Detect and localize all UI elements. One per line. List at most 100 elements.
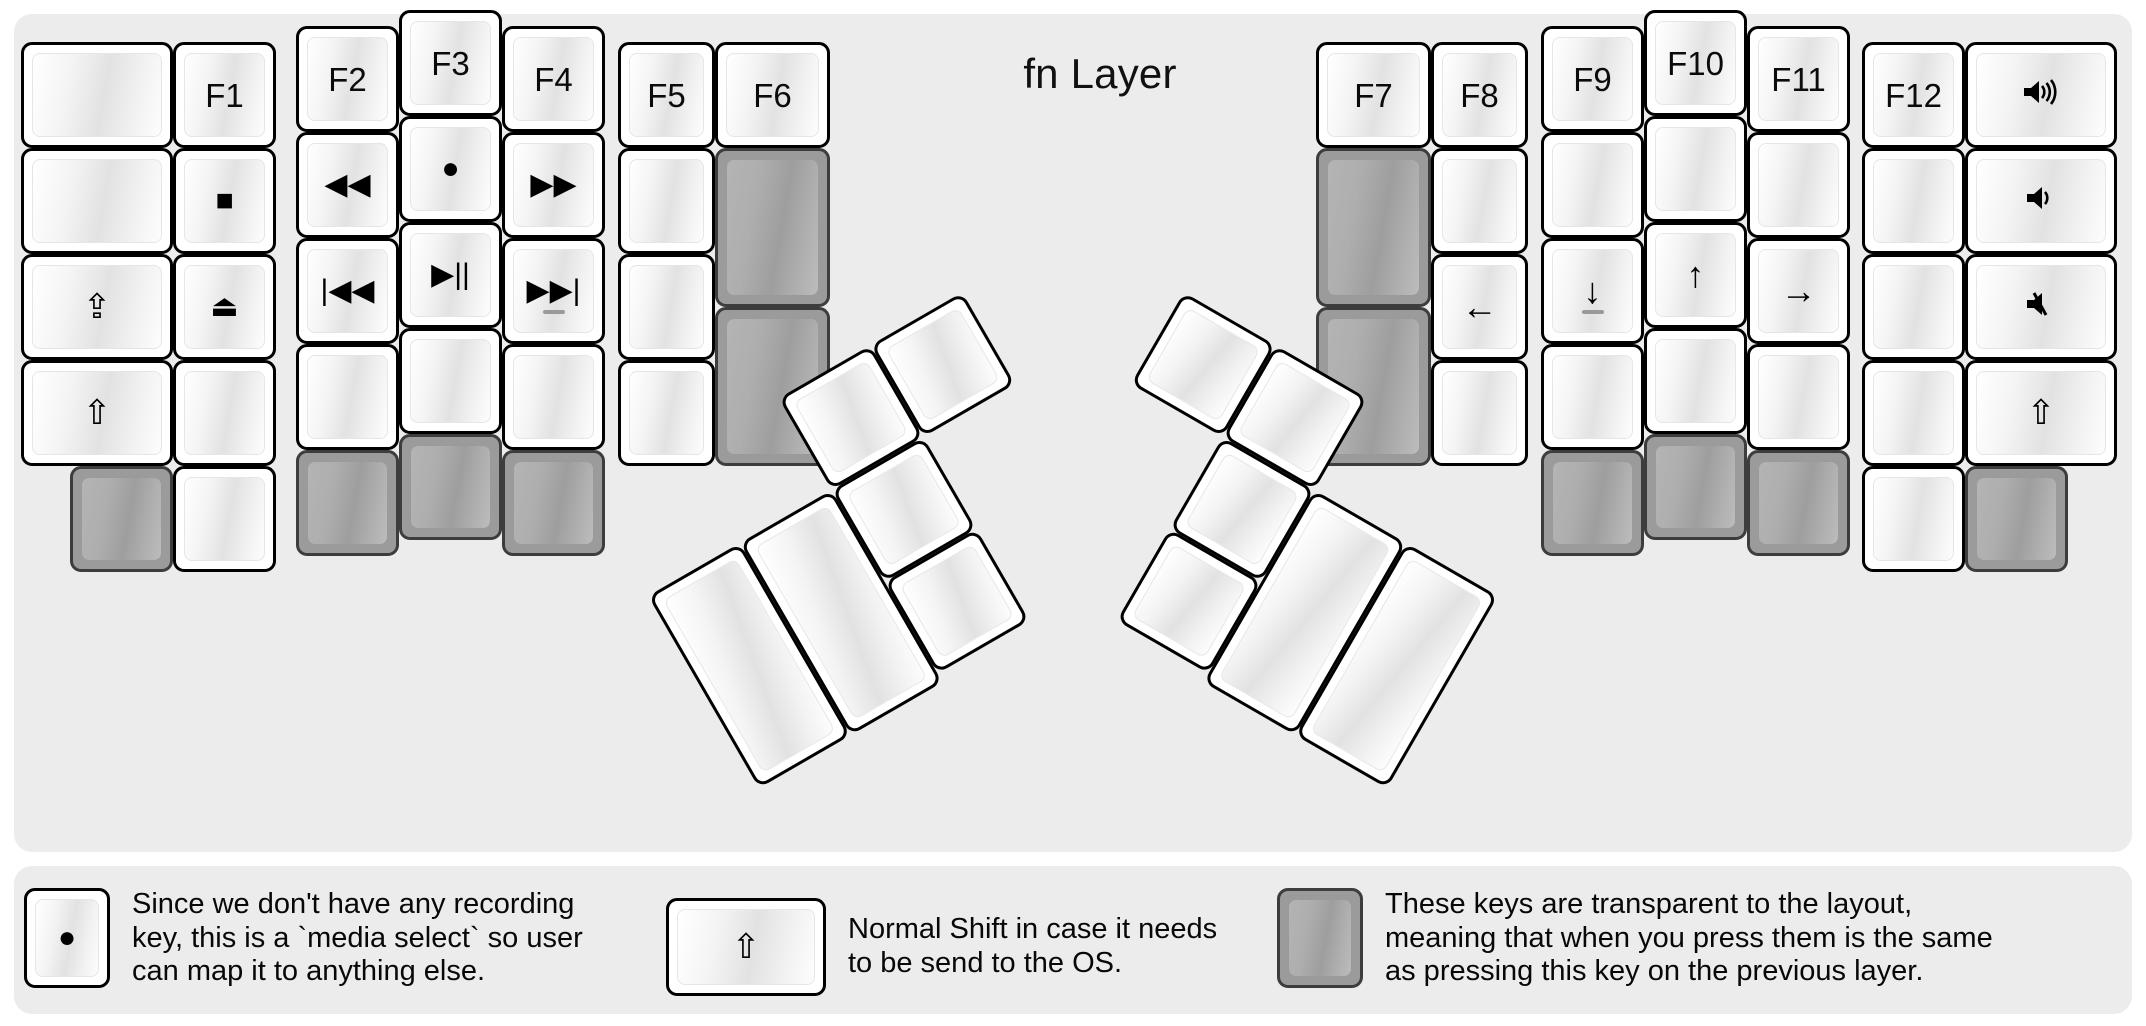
keycap-face: [307, 461, 388, 545]
keycap-face: [1976, 477, 2057, 561]
key-left-c0-r4-transparent[interactable]: [70, 466, 173, 572]
key-right-c1-r2-arrow-left[interactable]: ←: [1431, 254, 1528, 360]
key-left-c6-r1-transparent[interactable]: [715, 148, 830, 307]
key-left-c5-r2[interactable]: [618, 254, 715, 360]
key-right-c3-r1[interactable]: [1644, 116, 1747, 222]
key-legend: F12: [1885, 76, 1942, 114]
key-left-c4-r2-next-track[interactable]: ▶▶|: [502, 238, 605, 344]
key-right-c4-r0-f11[interactable]: F11: [1747, 26, 1850, 132]
key-left-c5-r1[interactable]: [618, 148, 715, 254]
key-left-c4-r4-transparent[interactable]: [502, 450, 605, 556]
fast-forward-icon: ▶▶: [530, 168, 577, 201]
record-icon: ●: [57, 921, 77, 955]
key-left-c5-r0-f5[interactable]: F5: [618, 42, 715, 148]
previous-track-icon: |◀◀: [320, 274, 375, 307]
key-left-c2-r3[interactable]: [296, 344, 399, 450]
key-left-c6-r0-f6[interactable]: F6: [715, 42, 830, 148]
key-left-c0-r1[interactable]: [21, 148, 173, 254]
key-left-c4-r1-fast-forward[interactable]: ▶▶: [502, 132, 605, 238]
key-left-c1-r4[interactable]: [173, 466, 276, 572]
shift-icon: ⇧: [82, 394, 112, 432]
key-right-c3-r2-arrow-up[interactable]: ↑: [1644, 222, 1747, 328]
legend-text-transparent: These keys are transparent to the layout…: [1385, 888, 1993, 988]
key-left-c3-r4-transparent[interactable]: [399, 434, 502, 540]
keycap-face: [629, 371, 704, 455]
key-right-c2-r0-f9[interactable]: F9: [1541, 26, 1644, 132]
key-right-c1-r3[interactable]: [1431, 360, 1528, 466]
keycap-face: [1976, 159, 2106, 243]
key-left-c2-r2-previous-track[interactable]: |◀◀: [296, 238, 399, 344]
keycap-face: F12: [1873, 53, 1954, 137]
key-legend: F9: [1573, 60, 1612, 98]
key-right-c4-r3[interactable]: [1747, 344, 1850, 450]
legend-item-shift: ⇧ Normal Shift in case it needs to be se…: [666, 898, 1217, 996]
key-left-c0-r3-shift[interactable]: ⇧: [21, 360, 173, 466]
keycap-face: ⇧: [32, 371, 162, 455]
key-left-c5-r3[interactable]: [618, 360, 715, 466]
key-right-c2-r1[interactable]: [1541, 132, 1644, 238]
keycap-face: ●: [410, 127, 491, 211]
keycap-face: [629, 265, 704, 349]
key-right-c6-r1-volume-down[interactable]: [1965, 148, 2117, 254]
keycap-face: ▶▶|: [513, 249, 594, 333]
key-right-c5-r3[interactable]: [1862, 360, 1965, 466]
key-right-c0-r1-transparent[interactable]: [1316, 148, 1431, 307]
rewind-icon: ◀◀: [324, 168, 371, 201]
volume-up-icon: [2021, 77, 2061, 113]
keycap-face: |◀◀: [307, 249, 388, 333]
key-right-c5-r1[interactable]: [1862, 148, 1965, 254]
key-left-c4-r3[interactable]: [502, 344, 605, 450]
key-right-c3-r3[interactable]: [1644, 328, 1747, 434]
key-left-c1-r0-f1[interactable]: F1: [173, 42, 276, 148]
key-left-c1-r1-stop[interactable]: ■: [173, 148, 276, 254]
key-left-c3-r1-record[interactable]: ●: [399, 116, 502, 222]
keycap-face: ⇪: [32, 265, 162, 349]
key-left-c3-r2-play-pause[interactable]: ▶||: [399, 222, 502, 328]
keycap-face: ⇧: [1976, 371, 2106, 455]
key-left-c3-r3[interactable]: [399, 328, 502, 434]
key-right-c0-r0-f7[interactable]: F7: [1316, 42, 1431, 148]
keycap-face: [1758, 143, 1839, 227]
key-left-c0-r2-caps-lock[interactable]: ⇪: [21, 254, 173, 360]
key-left-c4-r0-f4[interactable]: F4: [502, 26, 605, 132]
key-left-c1-r3[interactable]: [173, 360, 276, 466]
key-left-c3-r0-f3[interactable]: F3: [399, 10, 502, 116]
key-right-c3-r0-f10[interactable]: F10: [1644, 10, 1747, 116]
key-legend: F1: [205, 76, 244, 114]
key-right-c4-r1[interactable]: [1747, 132, 1850, 238]
key-right-c1-r1[interactable]: [1431, 148, 1528, 254]
key-right-c2-r4-transparent[interactable]: [1541, 450, 1644, 556]
key-legend: F3: [431, 44, 470, 82]
key-left-c0-r0[interactable]: [21, 42, 173, 148]
key-right-c6-r3-shift[interactable]: ⇧: [1965, 360, 2117, 466]
keycap-face: [1552, 461, 1633, 545]
key-right-c5-r0-f12[interactable]: F12: [1862, 42, 1965, 148]
keycap-face: F9: [1552, 37, 1633, 121]
key-right-c5-r4[interactable]: [1862, 466, 1965, 572]
key-left-c2-r4-transparent[interactable]: [296, 450, 399, 556]
keycap-face: F6: [726, 53, 819, 137]
keycap-face: F2: [307, 37, 388, 121]
key-right-c4-r4-transparent[interactable]: [1747, 450, 1850, 556]
key-right-c6-r0-volume-up[interactable]: [1965, 42, 2117, 148]
key-right-c1-r0-f8[interactable]: F8: [1431, 42, 1528, 148]
key-left-c2-r1-rewind[interactable]: ◀◀: [296, 132, 399, 238]
keycap-face: [1655, 445, 1736, 529]
key-right-c5-r2[interactable]: [1862, 254, 1965, 360]
key-left-c6-r2-transparent[interactable]: [715, 307, 830, 466]
keycap-face: F10: [1655, 21, 1736, 105]
key-right-c6-r2-mute[interactable]: [1965, 254, 2117, 360]
key-right-c2-r3[interactable]: [1541, 344, 1644, 450]
arrow-right-icon: →: [1780, 270, 1817, 311]
keycap-face: [1976, 265, 2106, 349]
key-legend: F2: [328, 60, 367, 98]
keycap-face: [1758, 461, 1839, 545]
key-right-c4-r2-arrow-right[interactable]: →: [1747, 238, 1850, 344]
keycap-face: F7: [1327, 53, 1420, 137]
key-right-c3-r4-transparent[interactable]: [1644, 434, 1747, 540]
key-left-c1-r2-eject[interactable]: ⏏: [173, 254, 276, 360]
key-left-c2-r0-f2[interactable]: F2: [296, 26, 399, 132]
key-right-c6-r4-transparent[interactable]: [1965, 466, 2068, 572]
key-right-c2-r2-arrow-down[interactable]: ↓: [1541, 238, 1644, 344]
keycap-face: [1655, 339, 1736, 423]
